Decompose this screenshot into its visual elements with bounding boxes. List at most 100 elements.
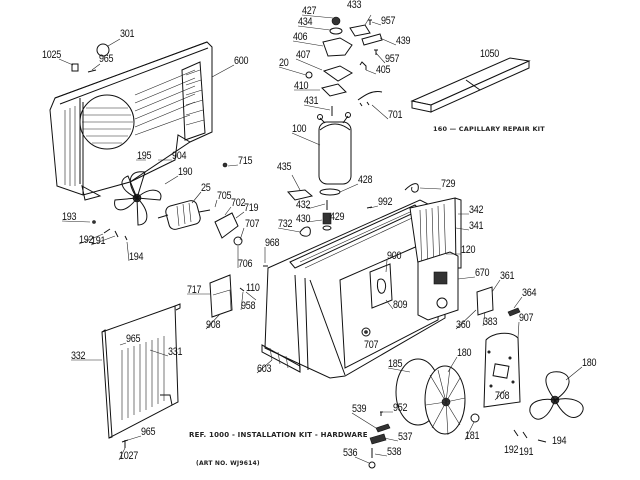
callout-430: 430	[296, 213, 311, 225]
callout-1025: 1025	[42, 49, 62, 61]
part-1025-icon	[71, 63, 79, 72]
callout-407: 407	[296, 49, 311, 61]
callout-809: 809	[393, 299, 408, 311]
callout-432: 432	[296, 199, 311, 211]
callout-900: 900	[387, 250, 402, 262]
callout-331: 331	[168, 346, 183, 358]
installation-kit-note: REF. 1000 - INSTALLATION KIT - HARDWARE	[189, 431, 368, 439]
callout-537: 537	[398, 431, 413, 443]
callout-361: 361	[500, 270, 515, 282]
fan-shroud-670	[417, 251, 459, 321]
callout-25: 25	[201, 182, 211, 194]
callout-908: 908	[206, 319, 221, 331]
callout-364: 364	[522, 287, 537, 299]
callout-100: 100	[292, 123, 307, 135]
callout-907: 907	[519, 312, 534, 324]
capillary-kit-1050	[410, 57, 531, 113]
callout-670: 670	[475, 267, 490, 279]
callout-194: 194	[552, 435, 567, 447]
callout-191: 191	[519, 446, 534, 458]
callout-706: 706	[238, 258, 253, 270]
part-715-icon	[222, 162, 228, 168]
callout-538: 538	[387, 446, 402, 458]
part-301-icon	[96, 43, 110, 57]
callout-20: 20	[279, 57, 289, 69]
callout-957: 957	[385, 53, 400, 65]
callout-439: 439	[396, 35, 411, 47]
part-181-icon	[470, 413, 480, 423]
compressor-100	[317, 112, 352, 185]
motor-mount-702	[214, 212, 239, 239]
callout-120: 120	[461, 244, 476, 256]
screw-992-icon	[366, 206, 373, 209]
callout-431: 431	[304, 95, 319, 107]
callout-965: 965	[126, 333, 141, 345]
callout-342: 342	[469, 204, 484, 216]
callout-341: 341	[469, 220, 484, 232]
callout-405: 405	[376, 64, 391, 76]
condenser-fan-180	[529, 371, 584, 420]
outer-case-600	[49, 41, 213, 201]
callout-190: 190	[178, 166, 193, 178]
callout-708: 708	[495, 390, 510, 402]
callout-904: 904	[172, 150, 187, 162]
nut-536-icon	[368, 461, 376, 469]
bracket-361	[476, 286, 494, 316]
callout-952: 952	[393, 402, 408, 414]
callout-360: 360	[456, 319, 471, 331]
callout-715: 715	[238, 155, 253, 167]
callout-702: 702	[231, 197, 246, 209]
callout-410: 410	[294, 80, 309, 92]
callout-707: 707	[245, 218, 260, 230]
part-364-icon	[507, 307, 521, 317]
screw-1027-icon	[121, 439, 129, 448]
callout-383: 383	[483, 316, 498, 328]
blower-wheel-180	[395, 358, 466, 436]
callout-191: 191	[91, 235, 106, 247]
bracket-717	[209, 274, 233, 318]
part-729-icon	[404, 183, 419, 193]
side-curtain-331	[101, 303, 181, 439]
fan-motor-25	[157, 200, 211, 230]
callout-600: 600	[234, 55, 249, 67]
callout-1027: 1027	[119, 450, 139, 462]
capillary-kit-note: 160 — CAPILLARY REPAIR KIT	[433, 125, 545, 133]
callout-195: 195	[137, 150, 152, 162]
callout-539: 539	[352, 403, 367, 415]
callout-957: 957	[381, 15, 396, 27]
callout-707: 707	[364, 339, 379, 351]
callout-192: 192	[504, 444, 519, 456]
leader-lines	[58, 14, 583, 464]
callout-194: 194	[129, 251, 144, 263]
screw-965-icon	[87, 69, 97, 73]
callout-965: 965	[99, 53, 114, 65]
callout-958: 958	[241, 300, 256, 312]
callout-435: 435	[277, 161, 292, 173]
callout-110: 110	[246, 282, 260, 294]
fan-blade-190	[114, 171, 162, 226]
callout-185: 185	[388, 358, 403, 370]
callout-427: 427	[302, 5, 317, 17]
callout-332: 332	[71, 350, 86, 362]
callout-603: 603	[257, 363, 272, 375]
callout-717: 717	[187, 284, 202, 296]
callout-180: 180	[582, 357, 597, 369]
callout-192: 192	[79, 234, 94, 246]
art-number-note: (ART NO. WJ9614)	[196, 460, 260, 467]
callout-429: 429	[330, 211, 345, 223]
part-539-icon	[375, 423, 391, 433]
callout-428: 428	[358, 174, 373, 186]
callout-301: 301	[120, 28, 135, 40]
screw-952-icon	[380, 411, 383, 416]
callout-729: 729	[441, 178, 456, 190]
callout-433: 433	[347, 0, 362, 11]
callout-732: 732	[278, 218, 293, 230]
orifice-panel-907	[483, 332, 521, 408]
part-537-icon	[369, 433, 387, 445]
callout-965: 965	[141, 426, 156, 438]
callout-536: 536	[343, 447, 358, 459]
compressor-mount-parts	[286, 16, 383, 237]
callout-705: 705	[217, 190, 232, 202]
